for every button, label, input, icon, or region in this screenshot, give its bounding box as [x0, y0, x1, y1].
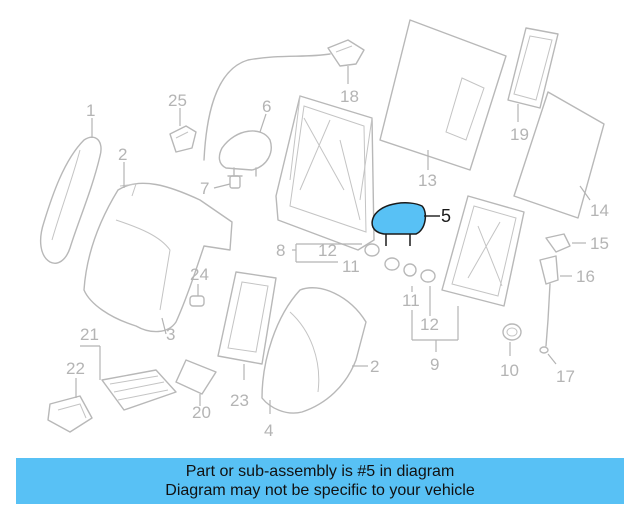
- callout-9: 9: [430, 355, 439, 374]
- part-13-rear-panel: [379, 19, 507, 171]
- part-7-headrest-guide: [227, 175, 243, 189]
- callout-8: 8: [276, 241, 285, 260]
- part-seatback-frame-right: [441, 195, 525, 307]
- callout-2b: 2: [370, 357, 379, 376]
- callout-22: 22: [66, 359, 85, 378]
- callout-20: 20: [192, 403, 211, 422]
- info-banner: Part or sub-assembly is #5 in diagram Di…: [16, 458, 624, 504]
- callout-14: 14: [590, 201, 609, 220]
- parts-diagram: 1 2 3 25 6 7 18: [39, 19, 609, 440]
- callout-25: 25: [168, 91, 187, 110]
- callout-21: 21: [80, 325, 99, 344]
- callout-18: 18: [340, 87, 359, 106]
- leader-3: [161, 317, 167, 335]
- leader-6: [259, 113, 267, 133]
- part-15-bracket: [545, 233, 571, 253]
- callout-11b: 11: [402, 291, 420, 310]
- callout-7: 7: [200, 179, 209, 198]
- part-16-latch: [539, 255, 559, 285]
- part-14-carpet-panel: [513, 91, 605, 219]
- leader-14: [579, 185, 591, 201]
- part-1-side-bolster: [39, 136, 102, 264]
- callout-17: 17: [556, 367, 575, 386]
- part-2-seatback-cushion-right: [261, 287, 367, 414]
- part-24-fastener: [189, 295, 205, 307]
- leader-17: [547, 353, 557, 365]
- part-20-bezel: [175, 359, 217, 395]
- callout-15: 15: [590, 234, 609, 253]
- banner-line-2: Diagram may not be specific to your vehi…: [165, 482, 475, 499]
- callout-5: 5: [441, 206, 451, 226]
- callout-23: 23: [230, 391, 249, 410]
- callout-19: 19: [510, 125, 529, 144]
- callout-4: 4: [264, 421, 273, 440]
- callout-12a: 12: [318, 241, 337, 260]
- callout-10: 10: [500, 361, 519, 380]
- part-10-cap: [502, 323, 522, 341]
- callout-2a: 2: [118, 145, 127, 164]
- leader-7: [213, 183, 231, 189]
- callout-16: 16: [576, 267, 595, 286]
- part-22-cupholder: [47, 395, 93, 433]
- part-21-armrest-pad: [101, 369, 177, 411]
- banner-line-1: Part or sub-assembly is #5 in diagram: [185, 463, 455, 480]
- part-2-seatback-cushion-left: [83, 182, 233, 333]
- part-19-trim-frame: [507, 27, 559, 109]
- part-25-latch-bezel: [169, 125, 197, 153]
- part-18-release-cable: [203, 39, 365, 161]
- part-11-headrest-guides: [364, 243, 436, 283]
- callout-6: 6: [262, 97, 271, 116]
- callout-12b: 12: [420, 315, 439, 334]
- part-6-headrest: [218, 130, 272, 177]
- callout-13: 13: [418, 171, 437, 190]
- callout-3: 3: [166, 325, 175, 344]
- part-seatback-frame: [275, 95, 375, 251]
- part-5-headrest-highlighted: [371, 202, 427, 246]
- callout-24: 24: [190, 265, 209, 284]
- callout-1: 1: [86, 101, 95, 120]
- part-23-frame: [217, 271, 277, 365]
- part-17-cable: [539, 283, 551, 354]
- callout-11a: 11: [342, 257, 360, 276]
